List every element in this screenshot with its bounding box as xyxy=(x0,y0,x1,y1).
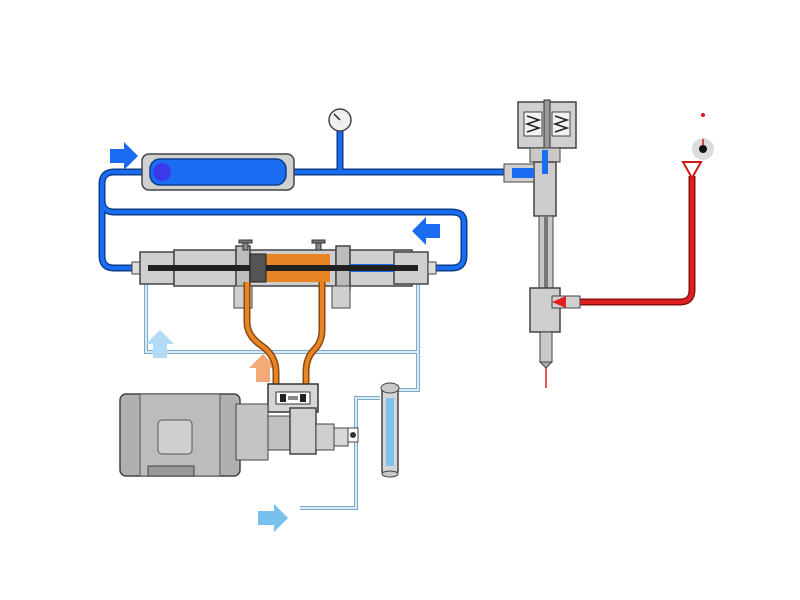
hydraulic-pump-motor xyxy=(119,393,359,477)
pressure-gauge xyxy=(328,108,352,132)
low-pressure-up-arrow-icon xyxy=(146,330,174,358)
low-pressure-lines-core xyxy=(145,272,419,509)
high-pressure-lines xyxy=(98,130,512,272)
accumulator xyxy=(141,153,295,191)
spring-icon xyxy=(524,115,542,133)
hydraulic-oil-lines-core xyxy=(245,282,324,388)
intensifier xyxy=(131,239,437,309)
return-arrow-icon xyxy=(412,217,440,245)
abrasive-particle-icon xyxy=(699,145,707,153)
drain-arrow-icon xyxy=(258,504,288,532)
filter xyxy=(380,382,400,478)
water-inlet-arrow-icon xyxy=(110,142,138,170)
cutting-head xyxy=(503,99,581,388)
spring-icon xyxy=(552,115,570,133)
abrasive-funnel-icon xyxy=(681,161,703,181)
plunger-rod xyxy=(148,265,418,271)
accumulator-bubble-icon xyxy=(153,163,171,181)
abrasive-feed-line xyxy=(552,176,696,306)
abrasive-feed-line-core xyxy=(552,176,694,304)
abrasive-grain-icon xyxy=(701,113,705,117)
oil-up-arrow-icon xyxy=(249,354,277,382)
piston xyxy=(249,253,267,283)
pump-port-icon xyxy=(350,432,356,438)
high-pressure-lines-core xyxy=(100,130,512,270)
